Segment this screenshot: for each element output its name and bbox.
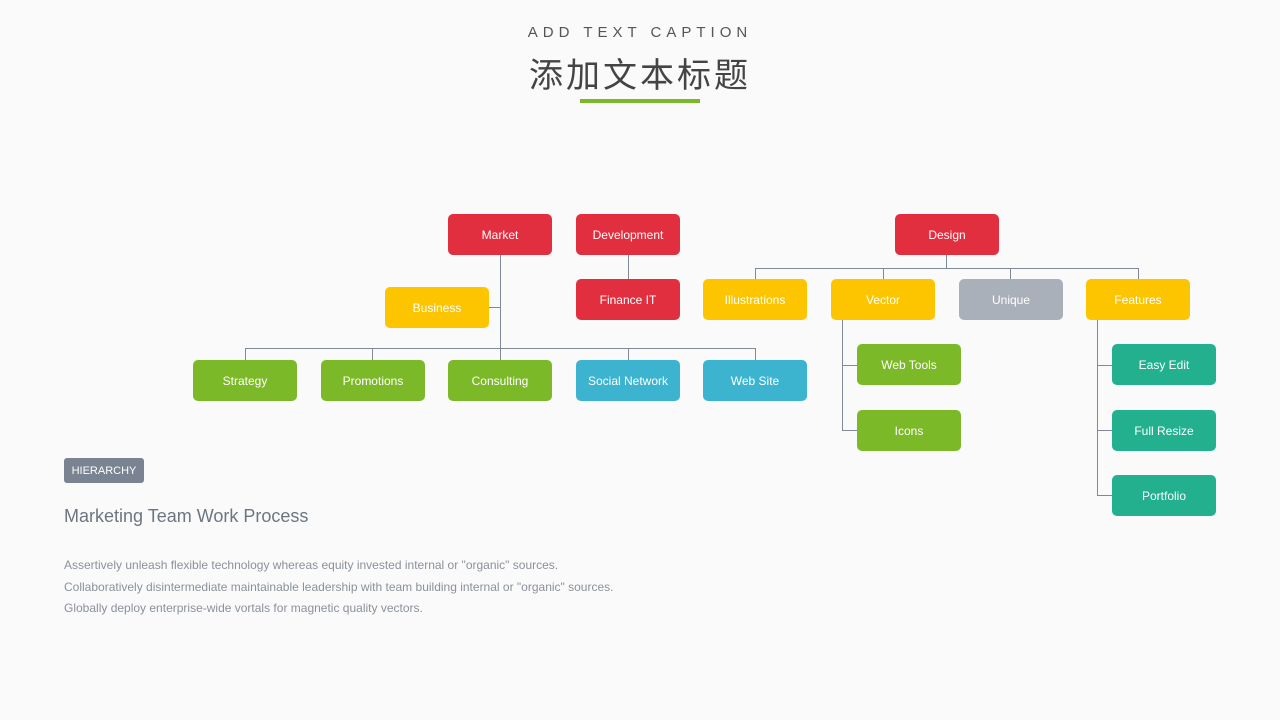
node-promotions[interactable]: Promotions <box>321 360 425 401</box>
node-web-site[interactable]: Web Site <box>703 360 807 401</box>
node-features[interactable]: Features <box>1086 279 1190 320</box>
node-market[interactable]: Market <box>448 214 552 255</box>
node-illustrations[interactable]: Illustrations <box>703 279 807 320</box>
node-consulting[interactable]: Consulting <box>448 360 552 401</box>
node-portfolio[interactable]: Portfolio <box>1112 475 1216 516</box>
title-underline <box>580 99 700 103</box>
node-strategy[interactable]: Strategy <box>193 360 297 401</box>
description-line: Globally deploy enterprise-wide vortals … <box>64 601 423 615</box>
node-design[interactable]: Design <box>895 214 999 255</box>
description: Assertively unleash flexible technology … <box>64 555 613 620</box>
node-business[interactable]: Business <box>385 287 489 328</box>
description-line: Collaboratively disintermediate maintain… <box>64 579 614 594</box>
node-full-resize[interactable]: Full Resize <box>1112 410 1216 451</box>
node-finance-it[interactable]: Finance IT <box>576 279 680 320</box>
node-web-tools[interactable]: Web Tools <box>857 344 961 385</box>
hierarchy-tag: HIERARCHY <box>64 458 144 483</box>
section-subtitle: Marketing Team Work Process <box>64 506 309 526</box>
node-icons[interactable]: Icons <box>857 410 961 451</box>
node-unique[interactable]: Unique <box>959 279 1063 320</box>
node-social-network[interactable]: Social Network <box>576 360 680 401</box>
page-title: 添加文本标题 <box>529 56 751 96</box>
description-line: Assertively unleash flexible technology … <box>64 558 559 572</box>
node-vector[interactable]: Vector <box>831 279 935 320</box>
node-easy-edit[interactable]: Easy Edit <box>1112 344 1216 385</box>
node-development[interactable]: Development <box>576 214 680 255</box>
caption: ADD TEXT CAPTION <box>527 24 753 41</box>
